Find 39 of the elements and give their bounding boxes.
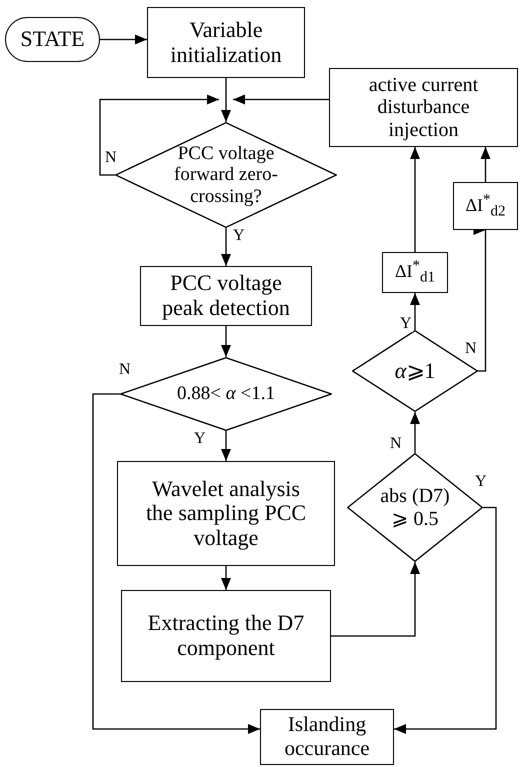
arrow <box>221 566 231 590</box>
node-text: Islanding occurance <box>283 713 371 761</box>
arrow <box>233 94 329 104</box>
node-text: Variable initialization <box>169 18 283 68</box>
arrow <box>410 293 420 330</box>
process-box <box>329 68 518 147</box>
node-text: α⩾1 <box>394 358 436 384</box>
start-terminal <box>5 17 100 62</box>
arrow <box>221 326 231 357</box>
arrow <box>99 94 219 176</box>
arrow <box>92 393 260 734</box>
decision-diamond <box>120 357 332 431</box>
process-box <box>121 590 331 682</box>
process-box <box>453 182 518 230</box>
arrow <box>100 34 147 44</box>
node-text: active current disturbance injection <box>368 74 480 142</box>
node-text: Extracting the D7 component <box>146 611 306 661</box>
process-box <box>117 461 335 566</box>
node-text: PCC voltage forward zero-crossing? <box>173 143 279 207</box>
edge-label: Y <box>399 316 413 332</box>
arrow <box>480 147 490 182</box>
process-box <box>260 709 394 765</box>
arrow <box>221 228 231 266</box>
arrow <box>331 562 420 637</box>
node-text: Wavelet analysis the sampling PCC voltage <box>144 476 308 550</box>
node-text: abs (D7) ⩾ 0.5 <box>379 485 451 530</box>
decision-diamond <box>115 122 337 228</box>
arrow <box>410 147 420 252</box>
node-text: 0.88< α <1.1 <box>177 383 275 405</box>
process-box <box>140 266 312 326</box>
arrow <box>221 78 231 122</box>
decision-diamond <box>352 330 478 412</box>
arrow <box>221 431 231 461</box>
process-box <box>382 252 448 293</box>
arrow <box>410 412 420 453</box>
node-text: STATE <box>20 27 85 52</box>
process-box <box>147 7 305 78</box>
arrow <box>394 506 497 734</box>
node-text: PCC voltage peak detection <box>161 271 291 321</box>
